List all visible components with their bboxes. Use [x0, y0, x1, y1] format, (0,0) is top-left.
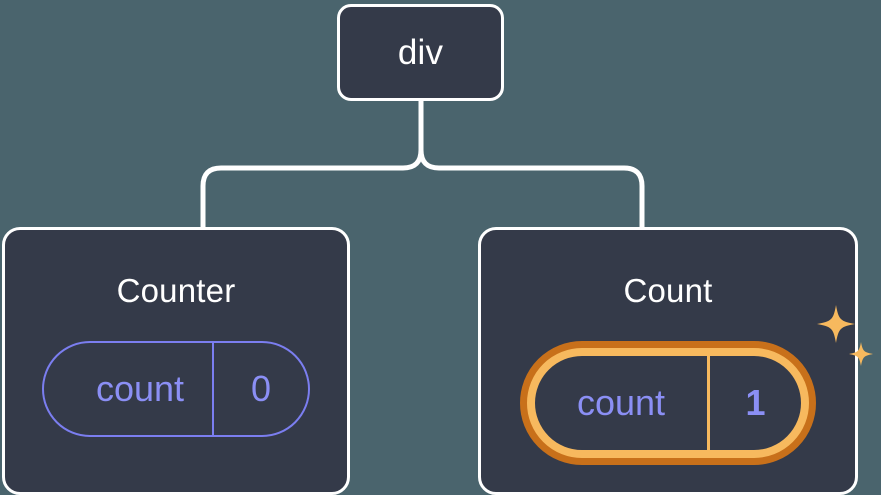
edge-root-to-count [418, 147, 645, 231]
node-count-title: Count [623, 272, 713, 309]
sparkle-large-icon [817, 305, 855, 343]
state-pill-wrap-counter: count 0 [42, 341, 310, 437]
node-root-label: div [397, 33, 444, 72]
node-count[interactable]: Count count 1 [478, 227, 873, 495]
node-counter-title: Counter [116, 272, 236, 309]
state-pill-count-highlight-ring: count 1 [520, 341, 816, 465]
state-pill-counter[interactable]: count 0 [42, 341, 310, 437]
state-key-counter: count [95, 368, 185, 409]
sparkles-icon [817, 305, 873, 366]
state-value-counter: 0 [212, 343, 308, 435]
sparkle-small-icon [849, 342, 873, 366]
node-counter[interactable]: Counter count 0 [2, 227, 350, 495]
state-key-count: count [576, 382, 666, 423]
edge-root-to-counter [200, 147, 424, 231]
node-root-div[interactable]: div [337, 4, 504, 101]
state-pill-wrap-count: count 1 [520, 305, 873, 465]
state-value-count: 1 [707, 356, 801, 450]
state-pill-count[interactable]: count 1 [527, 348, 809, 458]
